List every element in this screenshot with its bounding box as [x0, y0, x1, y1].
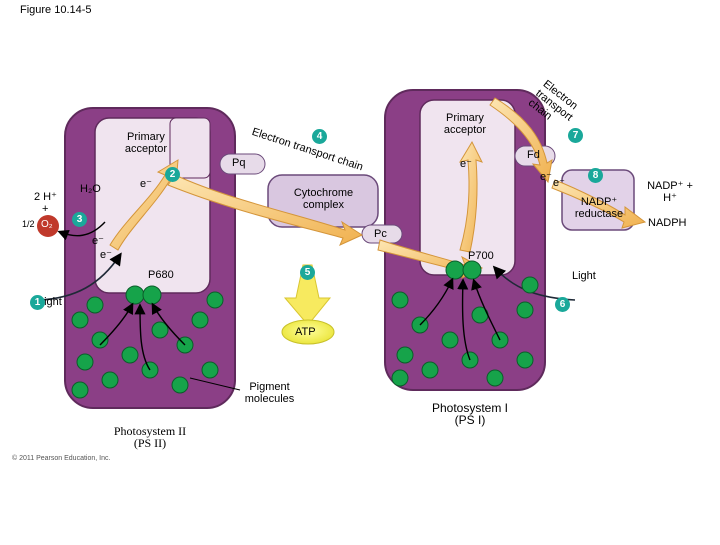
light-arrow-left [39, 252, 122, 301]
step-badge-3: 3 [72, 212, 87, 227]
p680-pigment-b [142, 285, 162, 305]
water-label: H₂O [80, 183, 101, 195]
water-split-arrow [57, 221, 106, 241]
oxygen-label: O₂ [41, 219, 53, 230]
pigment-pointer [189, 377, 241, 391]
nadph-label: NADPH [648, 217, 687, 229]
electron-ps2-top: e⁻ [140, 178, 152, 190]
electron-ps2-a: e⁻ [92, 235, 104, 247]
ps2-name-line: Photosystem II [113, 424, 187, 438]
ps2-abbr-line: (PS II) [133, 436, 167, 450]
step-badge-2: 2 [165, 167, 180, 182]
protons-label: 2 H⁺ [34, 191, 57, 203]
energy-arrow-ps1 [458, 140, 483, 253]
p680-pigment-a [125, 285, 145, 305]
atp-oval [281, 319, 335, 345]
electron-ps1: e⁻ [460, 158, 472, 170]
fd-label: Fd [527, 149, 540, 161]
ps1-abbr-line: (PS I) [454, 413, 486, 427]
ps2-name: Photosystem II (PS II) [95, 425, 205, 449]
atp-label: ATP [295, 326, 316, 338]
ps2-primary-acceptor-label: Primary acceptor [124, 131, 168, 155]
p700-pigment-b [462, 260, 482, 280]
ps1-antenna-pigments [391, 276, 539, 387]
p700-pigment-a [445, 260, 465, 280]
ps2-antenna-pigments [71, 291, 224, 399]
pc-label: Pc [374, 228, 387, 240]
half-label: 1/2 [22, 219, 35, 229]
nadp-arrow [551, 179, 647, 229]
energy-transfer-arrows [99, 277, 501, 371]
nadp-reductase-label: NADP⁺ reductase [574, 196, 624, 220]
oxygen-circle [37, 215, 59, 237]
p700-label: P700 [468, 250, 494, 262]
electron-fd-b: e⁻ [553, 177, 565, 189]
etc-arrow-2 [489, 97, 553, 184]
step-badge-1: 1 [30, 295, 45, 310]
ps1-primary-acceptor-label: Primary acceptor [443, 112, 487, 136]
ps1-name: Photosystem I (PS I) [415, 402, 525, 426]
electron-fd-a: e⁻ [540, 171, 552, 183]
step-badge-8: 8 [588, 168, 603, 183]
figure-title: Figure 10.14-5 [20, 4, 92, 16]
copyright: © 2011 Pearson Education, Inc. [12, 455, 111, 462]
pq-label: Pq [232, 157, 246, 169]
cytochrome-label: Cytochrome complex [293, 187, 354, 211]
pigment-label: Pigment molecules [244, 381, 295, 405]
light-right-label: Light [572, 270, 596, 282]
plus-sign: + [42, 203, 49, 215]
step-badge-6: 6 [555, 297, 570, 312]
step-badge-7: 7 [568, 128, 583, 143]
electron-ps2-b: e⁻ [100, 249, 112, 261]
p680-label: P680 [148, 269, 174, 281]
pq-capsule [219, 153, 266, 175]
nadp-h-label: NADP⁺ + H⁺ [647, 180, 693, 204]
step-badge-4: 4 [312, 129, 327, 144]
etc-arrow-1 [167, 174, 364, 246]
step-badge-5: 5 [300, 265, 315, 280]
ps1-name-line: Photosystem I [431, 401, 509, 415]
